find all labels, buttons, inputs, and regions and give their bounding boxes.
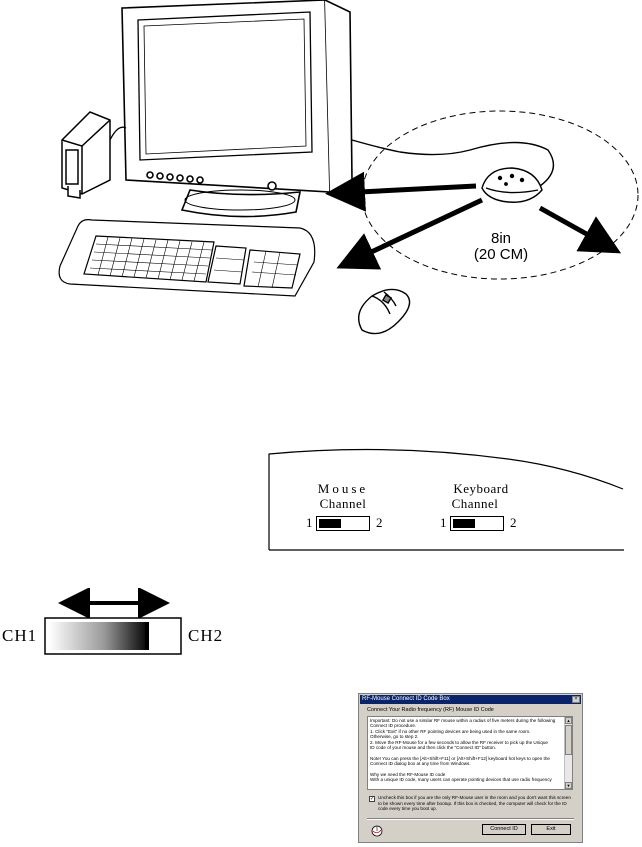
channel-switch-panel: Mouse Channel 1 2 Keyboard Channel 1 2	[268, 447, 624, 551]
rf-receiver-icon	[481, 167, 543, 203]
mouse-channel-number-2: 2	[376, 515, 383, 530]
mouse-icon	[358, 288, 411, 335]
instruction-line: Note! You can press the [Alt+Shift+F11] …	[370, 755, 550, 761]
panel-outline	[268, 448, 624, 551]
instruction-line: Connect ID dialog box at any time from W…	[370, 761, 471, 767]
connect-id-button[interactable]: Connect ID	[482, 824, 526, 835]
keyboard-switch-knob[interactable]	[453, 519, 475, 528]
keyboard-channel-switch[interactable]	[450, 516, 504, 531]
exit-button[interactable]: Exit	[531, 824, 571, 835]
keyboard-channel-label-line2: Channel	[451, 496, 499, 511]
scroll-up-icon[interactable]: ▲	[565, 717, 572, 724]
instruction-line: 2. Move the RF-Mouse for a few seconds t…	[370, 739, 548, 745]
show-at-boot-checkbox[interactable]: ✓	[369, 796, 375, 802]
instruction-line: ID code of your mouse and then click the…	[370, 745, 497, 751]
scroll-thumb[interactable]	[565, 725, 572, 755]
keyboard-channel-number-1: 1	[440, 515, 447, 530]
range-value-label: 8in	[490, 230, 512, 247]
instruction-line: Important: Do not use a similar RF mouse…	[370, 718, 556, 723]
instruction-line: Otherwise, go to step 2.	[370, 734, 419, 740]
slider-right-label: CH2	[188, 626, 224, 645]
instructions-textbox[interactable]: Important: Do not use a similar RF mouse…	[367, 716, 573, 790]
mouse-switch-knob[interactable]	[319, 519, 341, 528]
keyboard-channel-label-line1: Keyboard	[453, 481, 509, 496]
instruction-line: Connect ID procedure.	[370, 723, 417, 729]
mouse-channel-label-line2: Channel	[319, 496, 367, 511]
instruction-line: With a unique ID code, many users can op…	[370, 777, 552, 783]
instruction-line: 1. Click "Exit" if no other RF pointing …	[370, 728, 531, 734]
keyboard-channel-number-2: 2	[510, 515, 517, 530]
connect-id-dialog: RF-Mouse Connect ID Code Box × Connect Y…	[358, 693, 583, 843]
dialog-heading: Connect Your Radio frequency (RF) Mouse …	[367, 707, 494, 713]
computer-setup-illustration	[58, 0, 639, 335]
mouse-channel-label-line1: Mouse	[317, 481, 369, 496]
slider-knob[interactable]	[49, 622, 149, 650]
scroll-down-icon[interactable]: ▼	[565, 782, 572, 789]
range-metric-label: (20 CM)	[473, 246, 529, 263]
dialog-separator	[367, 818, 574, 820]
mouse-channel-switch[interactable]	[316, 516, 370, 531]
dialog-title: RF-Mouse Connect ID Code Box	[362, 696, 450, 702]
channel-slider-diagram: CH1 CH2	[0, 588, 260, 668]
instruction-line: Why we need the RF-Mouse ID code	[370, 772, 446, 778]
speaker-unit-icon	[61, 111, 111, 199]
slider-left-label: CH1	[2, 626, 38, 645]
slider-graphic	[44, 588, 182, 655]
instructions-scrollbar[interactable]: ▲ ▼	[564, 717, 572, 789]
monitor-icon	[121, 0, 353, 218]
mouse-channel-number-1: 1	[306, 515, 313, 530]
dialog-titlebar: RF-Mouse Connect ID Code Box ×	[360, 695, 581, 704]
mouse-logo-icon	[371, 825, 383, 837]
instructions-text: Important: Do not use a similar RF mouse…	[370, 718, 562, 783]
keyboard-icon	[58, 219, 316, 297]
range-arrows	[325, 171, 622, 270]
checkbox-label: Uncheck this box if you are the only RF-…	[378, 795, 571, 812]
close-icon[interactable]: ×	[572, 696, 580, 703]
